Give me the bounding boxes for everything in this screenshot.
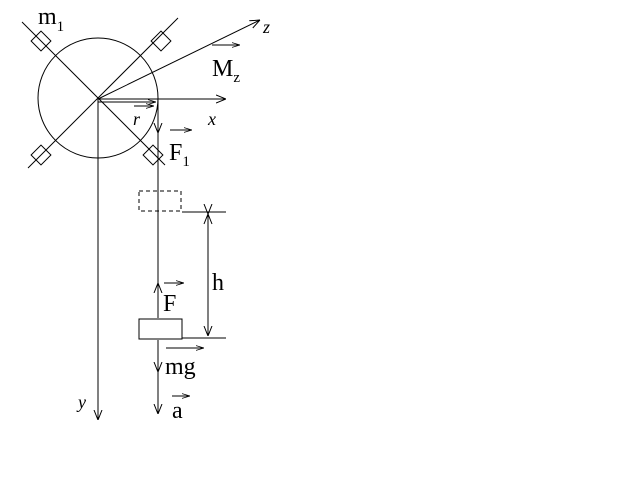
label-z-axis: z	[262, 17, 270, 37]
label-mz: Mz	[212, 56, 240, 86]
label-y-axis: y	[76, 392, 86, 412]
label-f: F	[163, 291, 176, 317]
spoke-diagonal-a	[21, 21, 166, 166]
label-mg: mg	[165, 354, 196, 380]
label-x-axis: x	[207, 109, 216, 129]
z-axis	[97, 20, 260, 100]
block-initial-position	[138, 190, 182, 212]
block-final-position	[138, 318, 183, 340]
weight-top-left	[30, 30, 52, 52]
label-r: r	[133, 109, 141, 129]
label-m1: m1	[38, 4, 64, 35]
label-h: h	[212, 270, 224, 296]
weight-bottom-left	[30, 144, 52, 166]
weight-bottom-right	[142, 144, 164, 166]
label-f1: F1	[169, 140, 190, 170]
label-a: a	[172, 398, 183, 424]
height-dimension-top-head	[203, 212, 213, 225]
weight-top-right	[150, 30, 172, 52]
